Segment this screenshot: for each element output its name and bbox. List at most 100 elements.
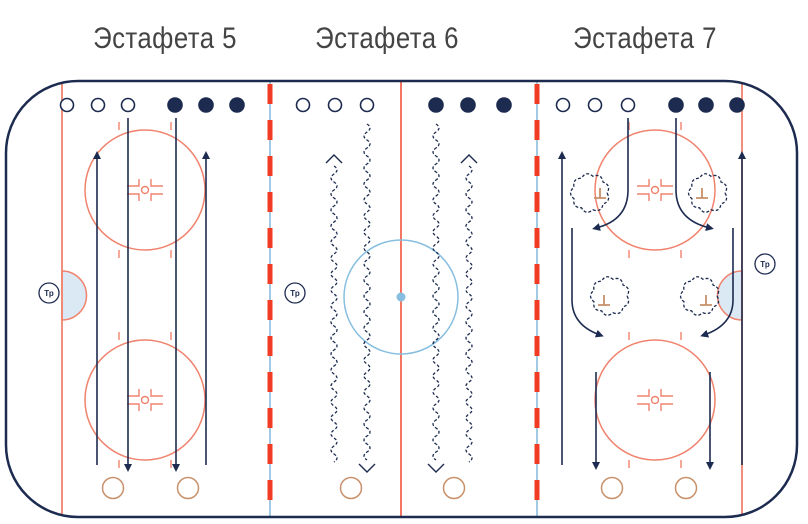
- puck-ring: [442, 476, 466, 500]
- faceoff-left: [637, 179, 650, 201]
- faceoff-right: [150, 179, 163, 201]
- coach-label: Тр: [760, 260, 770, 269]
- red-line-dash: [534, 408, 540, 428]
- chevron-up-icon: [460, 154, 478, 164]
- red-line-dash: [534, 372, 540, 392]
- tee-marker-icon: [594, 188, 606, 199]
- red-line-dash: [267, 264, 273, 284]
- faceoff-left: [127, 179, 140, 201]
- filled-circle-player-icon: [496, 97, 512, 113]
- open-circle-player-icon: [120, 97, 136, 113]
- open-circle-player-icon: [587, 97, 603, 113]
- coach-marker-left: Тр: [38, 282, 60, 304]
- loop-path: [589, 276, 630, 316]
- coach-icon: [38, 282, 60, 304]
- faceoff-cross-icon: [637, 179, 673, 201]
- faceoff-left: [127, 389, 140, 411]
- wavy-path: [330, 165, 338, 463]
- tee-marker-icon: [700, 295, 712, 306]
- open-circle-player-icon: [295, 97, 311, 113]
- center-faceoff-dot: [396, 292, 406, 302]
- faceoff-ring: [594, 129, 716, 251]
- puck-ring: [176, 476, 200, 500]
- red-line-dash: [267, 480, 273, 500]
- faceoff-circle: [594, 332, 716, 468]
- filled-circle-player-icon: [460, 97, 476, 113]
- red-line-dash: [267, 444, 273, 464]
- faceoff-cross-icon: [127, 389, 163, 411]
- coach-icon: [754, 253, 776, 275]
- wavy-path: [432, 123, 440, 461]
- filled-circle-player-icon: [428, 97, 444, 113]
- chevron-up-icon: [325, 154, 343, 164]
- faceoff-right: [150, 389, 163, 411]
- red-line-dash: [267, 192, 273, 212]
- coach-marker-right: Тр: [754, 253, 776, 275]
- coach-label: Тр: [44, 289, 54, 298]
- spiral-loop: [569, 173, 610, 213]
- relay-6-paths: [325, 123, 478, 473]
- red-line-dash: [267, 336, 273, 356]
- coach-marker-center: Тр: [284, 282, 306, 304]
- red-line-dash: [534, 228, 540, 248]
- red-line-dash: [534, 444, 540, 464]
- open-circle-player-icon: [620, 97, 636, 113]
- relay-5-title: Эстафета 5: [93, 22, 237, 55]
- red-line-dash: [267, 408, 273, 428]
- puck-ring: [101, 476, 125, 500]
- open-circle-player-icon: [59, 97, 75, 113]
- loop-path: [687, 173, 728, 213]
- red-line-dash: [534, 84, 540, 104]
- puck-ring: [600, 476, 624, 500]
- filled-circle-player-icon: [167, 97, 183, 113]
- tee-marker-icon: [598, 295, 610, 306]
- filled-circle-player-icon: [698, 97, 714, 113]
- faceoff-dot: [650, 185, 660, 195]
- filled-circle-player-icon: [729, 97, 745, 113]
- wavy-path: [363, 123, 371, 461]
- faceoff-cross-icon: [127, 179, 163, 201]
- red-line-dash: [534, 300, 540, 320]
- filled-circle-player-icon: [229, 97, 245, 113]
- faceoff-dot: [140, 185, 150, 195]
- tee-marker-icon: [696, 188, 708, 199]
- open-circle-player-icon: [327, 97, 343, 113]
- relay-7-title: Эстафета 7: [573, 22, 717, 55]
- red-line-dash: [267, 84, 273, 104]
- filled-circle-player-icon: [198, 97, 214, 113]
- relay-7-paths: [558, 118, 746, 470]
- right-crease: [716, 270, 743, 321]
- loop-path: [679, 276, 720, 316]
- relay-5-paths: [93, 118, 210, 472]
- red-line-dash: [267, 228, 273, 248]
- open-circle-player-icon: [359, 97, 375, 113]
- red-line-dash: [267, 120, 273, 140]
- faceoff-ring: [84, 129, 206, 251]
- faceoff-right: [660, 389, 673, 411]
- faceoff-cross-icon: [637, 389, 673, 411]
- relay-7-curve-1: [592, 118, 629, 231]
- loop-path: [569, 173, 610, 213]
- faceoff-circle: [84, 122, 206, 258]
- faceoff-ring: [594, 339, 716, 461]
- wavy-path: [465, 165, 473, 463]
- red-line-dash: [534, 192, 540, 212]
- red-line-dash: [534, 156, 540, 176]
- rink-border: [4, 79, 799, 519]
- red-line-dash: [267, 300, 273, 320]
- faceoff-right: [660, 179, 673, 201]
- red-line-dash: [534, 120, 540, 140]
- red-line-dash: [267, 156, 273, 176]
- center-circle: [343, 239, 459, 355]
- filled-circle-player-icon: [668, 97, 684, 113]
- relay-7-curve-2: [675, 118, 714, 231]
- coach-icon: [284, 282, 306, 304]
- faceoff-dot: [140, 395, 150, 405]
- spiral-loop: [589, 276, 630, 316]
- puck-ring: [674, 476, 698, 500]
- chevron-down-icon: [427, 463, 445, 473]
- faceoff-ring: [84, 339, 206, 461]
- relay-7-curve-3: [571, 228, 604, 338]
- open-circle-player-icon: [555, 97, 571, 113]
